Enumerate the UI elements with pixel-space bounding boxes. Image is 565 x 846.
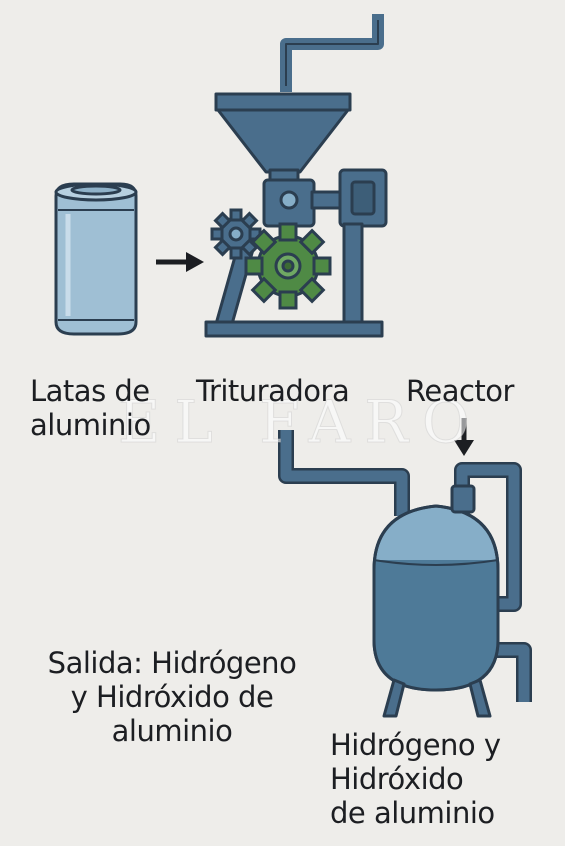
label-output-line-2: y Hidróxido de [70,680,274,714]
gear-icon [210,208,262,260]
label-output-line-1: Salida: Hidrógeno [47,646,297,680]
label-cans: Latas de aluminio [30,374,151,442]
reactor-tank-icon [372,484,500,718]
reactor-pipes [278,430,532,702]
aluminum-can-icon [54,182,138,336]
arrow-down-icon [454,418,474,456]
label-output-line-3: aluminio [111,714,233,748]
label-product-line-2: Hidróxido [330,762,464,796]
gear-icon [244,222,332,310]
label-product-line-3: de aluminio [330,796,495,830]
arrow-right-icon [156,252,204,272]
label-cans-line-1: Latas de [30,374,150,408]
label-output: Salida: Hidrógeno y Hidróxido de alumini… [32,646,312,748]
label-product-line-1: Hidrógeno y [330,728,501,762]
crusher-machine-icon [204,14,388,338]
label-product: Hidrógeno y Hidróxido de aluminio [330,728,501,830]
label-cans-line-2: aluminio [30,408,151,442]
label-reactor: Reactor [406,374,514,408]
label-crusher: Trituradora [196,374,350,408]
